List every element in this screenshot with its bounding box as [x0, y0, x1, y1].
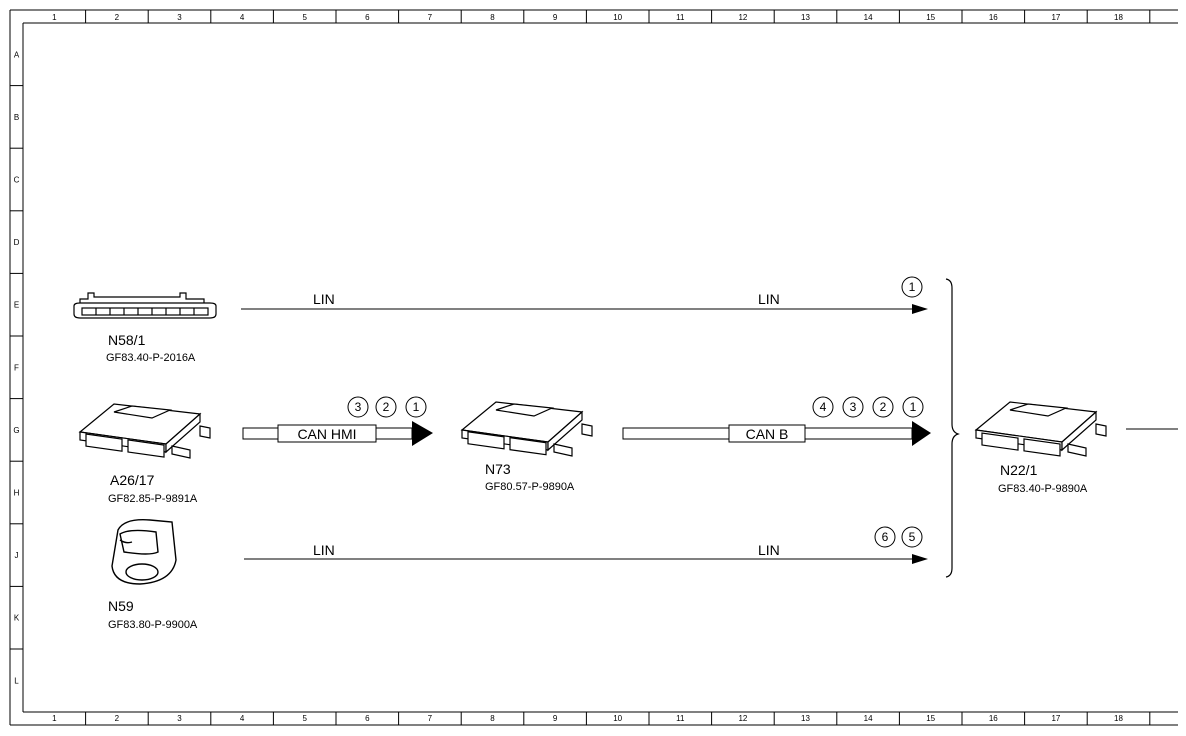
can-b-circle-2: 2: [872, 396, 894, 418]
can-b-circle-1: 1: [902, 396, 924, 418]
grid-col-label-top: 10: [613, 13, 622, 22]
grid-row-label: F: [14, 363, 19, 372]
grid-col-label-bottom: 14: [864, 714, 873, 723]
grid-row-label: J: [15, 551, 19, 560]
top-circle-1: 1: [901, 276, 923, 298]
a26-17-module-icon: [78, 403, 211, 459]
grid-col-label-bottom: 4: [240, 714, 245, 723]
grid-col-label-bottom: 3: [177, 714, 182, 723]
grid-col-label-bottom: 15: [926, 714, 935, 723]
can-hmi-label: CAN HMI: [297, 426, 356, 442]
grid-row-label: G: [13, 426, 19, 435]
bottom-circle-6: 6: [874, 526, 896, 548]
bottom-lin-connection: [244, 554, 928, 564]
can-b-circle-4: 4: [812, 396, 834, 418]
can-b-circle-4-number: 4: [820, 400, 827, 414]
can-b-circle-2-number: 2: [880, 400, 887, 414]
grid-row-label: E: [14, 301, 19, 310]
grid-col-label-bottom: 12: [738, 714, 747, 723]
grid-col-label-bottom: 9: [553, 714, 558, 723]
can-hmi-circle-2-number: 2: [383, 400, 390, 414]
grid-col-label-bottom: 6: [365, 714, 370, 723]
grid-col-label-bottom: 16: [989, 714, 998, 723]
grid-col-label-top: 5: [302, 13, 307, 22]
bottom-lin-label-right: LIN: [758, 542, 780, 558]
can-b-label: CAN B: [746, 426, 789, 442]
bottom-circle-6-number: 6: [882, 530, 889, 544]
n22-1-label: N22/1: [1000, 462, 1038, 478]
top-lin-label-left: LIN: [313, 291, 335, 307]
grid-col-label-top: 1: [52, 13, 57, 22]
grid-col-label-top: 3: [177, 13, 182, 22]
grid-col-label-bottom: 7: [428, 714, 433, 723]
grid-col-label-top: 15: [926, 13, 935, 22]
can-hmi-connection: [242, 421, 433, 446]
grid-col-label-bottom: 5: [302, 714, 307, 723]
grid-col-label-top: 13: [801, 13, 810, 22]
grid-col-label-top: 11: [676, 13, 685, 22]
can-hmi-circle-1-number: 1: [413, 400, 420, 414]
can-b-connection: [622, 421, 931, 446]
top-lin-connection: [241, 304, 928, 314]
drawing-frame: [9, 9, 1178, 726]
n58-1-doc-ref: GF83.40-P-2016A: [106, 352, 196, 364]
a26-17-doc-ref: GF82.85-P-9891A: [108, 493, 198, 505]
grid-col-label-top: 9: [553, 13, 558, 22]
grid-col-label-top: 4: [240, 13, 245, 22]
grid-col-label-bottom: 10: [613, 714, 622, 723]
grid-col-label-top: 8: [490, 13, 495, 22]
grid-col-label-top: 7: [428, 13, 433, 22]
grid-row-labels: A B C D E F G H J K L: [10, 50, 23, 685]
grid-col-label-top: 14: [864, 13, 873, 22]
can-hmi-circle-1: 1: [405, 396, 427, 418]
n59-doc-ref: GF83.80-P-9900A: [108, 619, 198, 631]
grid-col-label-top: 6: [365, 13, 370, 22]
grid-col-label-bottom: 18: [1114, 714, 1123, 723]
grid-col-label-bottom: 17: [1051, 714, 1060, 723]
grid-col-label-top: 2: [115, 13, 120, 22]
grid-col-label-bottom: 11: [676, 714, 685, 723]
n59-switch-icon: [111, 519, 177, 585]
grid-row-label: B: [14, 113, 19, 122]
top-lin-label-right: LIN: [758, 291, 780, 307]
n59-label: N59: [108, 598, 134, 614]
can-b-circle-3-number: 3: [850, 400, 857, 414]
grid-col-label-top: 18: [1114, 13, 1123, 22]
can-b-circle-1-number: 1: [910, 400, 917, 414]
bottom-circle-5-number: 5: [909, 530, 916, 544]
n73-doc-ref: GF80.57-P-9890A: [485, 481, 575, 493]
grid-col-label-bottom: 1: [52, 714, 57, 723]
n22-1-doc-ref: GF83.40-P-9890A: [998, 483, 1088, 495]
grid-row-label: L: [14, 676, 19, 685]
grid-col-label-bottom: 8: [490, 714, 495, 723]
n58-1-panel-icon: [73, 292, 217, 319]
n73-label: N73: [485, 461, 511, 477]
grouping-brace: [945, 278, 960, 578]
can-hmi-circle-3: 3: [347, 396, 369, 418]
grid-col-label-bottom: 2: [115, 714, 120, 723]
grid-col-label-top: 17: [1051, 13, 1060, 22]
grid-col-label-top: 16: [989, 13, 998, 22]
grid-row-label: D: [14, 238, 20, 247]
can-b-circle-3: 3: [842, 396, 864, 418]
can-hmi-circle-2: 2: [375, 396, 397, 418]
n73-module-icon: [460, 401, 593, 457]
n22-1-module-icon: [974, 401, 1107, 457]
bottom-circle-5: 5: [901, 526, 923, 548]
n58-1-label: N58/1: [108, 332, 146, 348]
a26-17-label: A26/17: [110, 472, 155, 488]
grid-row-label: A: [14, 50, 20, 59]
grid-row-label: K: [14, 614, 20, 623]
can-hmi-circle-3-number: 3: [355, 400, 362, 414]
grid-row-label: H: [14, 489, 20, 498]
bottom-lin-label-left: LIN: [313, 542, 335, 558]
grid-col-label-top: 12: [738, 13, 747, 22]
grid-row-label: C: [14, 176, 20, 185]
grid-col-label-bottom: 13: [801, 714, 810, 723]
top-circle-1-number: 1: [909, 280, 916, 294]
